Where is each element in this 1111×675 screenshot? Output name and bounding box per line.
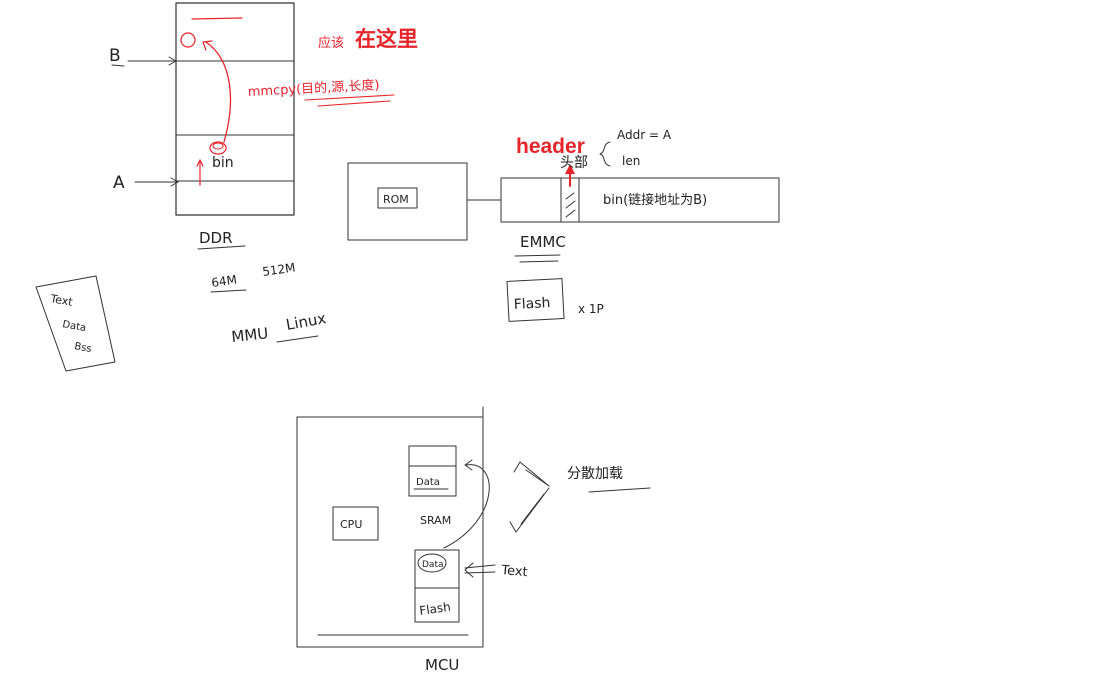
sram-data-label: Data bbox=[416, 477, 440, 488]
mcu-label: MCU bbox=[425, 656, 459, 674]
flash-region-label: Flash bbox=[418, 600, 451, 618]
header-pointer-head bbox=[565, 164, 575, 174]
rom-chip-box bbox=[347, 162, 468, 241]
marker-b: B bbox=[109, 46, 121, 66]
marker-a-arrowhead bbox=[170, 177, 179, 187]
mcu-block: CPU Data SRAM Data Flash Text 分散加载 MCU bbox=[296, 406, 651, 674]
bin-source-circle bbox=[209, 141, 227, 155]
header-label: header bbox=[516, 135, 585, 158]
ddr-block: B A bin mmcpy(目的,源,长度) 应该 在这里 DDR 64M 51… bbox=[109, 2, 418, 346]
scatter-note: 分散加载 bbox=[567, 466, 623, 482]
cpu-box bbox=[332, 506, 379, 541]
emmc-box bbox=[500, 177, 780, 223]
header-cn: 头部 bbox=[560, 155, 588, 171]
scatter-arrow-down-2 bbox=[520, 493, 545, 525]
bin-dest-circle bbox=[180, 32, 196, 48]
text-pointer-head bbox=[464, 562, 474, 578]
size-64m: 64M bbox=[210, 273, 237, 290]
flash-box bbox=[506, 278, 565, 322]
section-text: Text bbox=[48, 292, 74, 309]
addr-line: Addr = A bbox=[617, 128, 672, 142]
ddr-top-scribble bbox=[191, 17, 243, 20]
memcpy-underline-1 bbox=[304, 94, 395, 101]
header-hatch-1 bbox=[565, 192, 575, 200]
header-hatch-2 bbox=[565, 200, 576, 209]
sram-label: SRAM bbox=[420, 514, 451, 527]
emmc-underline bbox=[514, 254, 561, 257]
scatter-arrow-up-2 bbox=[525, 469, 550, 487]
bin-source-circle-inner bbox=[212, 142, 224, 150]
memcpy-arrowhead bbox=[202, 40, 213, 51]
scatter-arrow-up bbox=[513, 461, 550, 487]
cpu-label: CPU bbox=[340, 518, 362, 531]
bin-up-arrowhead bbox=[196, 159, 204, 167]
here-label: 在这里 bbox=[355, 27, 418, 51]
size-64m-underline bbox=[210, 289, 247, 293]
scatter-underline bbox=[588, 487, 651, 493]
flash-label: Flash bbox=[513, 295, 550, 313]
memcpy-underline-2 bbox=[317, 100, 391, 107]
memcpy-arrow bbox=[205, 41, 232, 143]
marker-a: A bbox=[113, 173, 125, 193]
linux-label: Linux bbox=[285, 309, 328, 334]
text-pointer-a bbox=[464, 564, 496, 569]
data-copy-arrow bbox=[443, 464, 490, 549]
memcpy-note: mmcpy(目的,源,长度) bbox=[247, 77, 380, 100]
text-pointer-b bbox=[464, 571, 496, 574]
emmc-label: EMMC bbox=[520, 233, 566, 251]
size-512m: 512M bbox=[261, 260, 296, 278]
flash-region-box bbox=[414, 549, 460, 623]
section-data: Data bbox=[61, 319, 86, 334]
ddr-box bbox=[175, 2, 295, 216]
flash-data-label: Data bbox=[422, 560, 444, 570]
text-label: Text bbox=[500, 563, 529, 580]
sections-frame bbox=[35, 275, 116, 372]
section-bss: Bss bbox=[73, 341, 92, 355]
data-copy-arrowhead bbox=[464, 459, 473, 471]
linux-underline bbox=[276, 335, 319, 343]
ddr-label-underline bbox=[197, 245, 246, 250]
flash-data-circle bbox=[417, 553, 447, 573]
header-brace bbox=[599, 141, 611, 167]
sections-block: Text Data Bss bbox=[35, 275, 116, 372]
header-hatch-3 bbox=[565, 209, 576, 218]
bin-note: bin(链接地址为B) bbox=[603, 192, 707, 208]
ddr-label: DDR bbox=[199, 229, 233, 247]
marker-b-arrowhead bbox=[168, 56, 177, 66]
bin-label: bin bbox=[212, 155, 234, 171]
should-prefix: 应该 bbox=[318, 35, 344, 51]
mcu-box bbox=[296, 416, 484, 648]
marker-b-underline bbox=[111, 64, 125, 67]
rom-label-box bbox=[377, 187, 418, 209]
sram-data-box bbox=[408, 445, 457, 497]
emmc-underline-2 bbox=[519, 260, 559, 263]
mmu-label: MMU bbox=[231, 324, 270, 346]
flash-suffix: x 1P bbox=[578, 302, 604, 316]
rom-label: ROM bbox=[383, 193, 409, 206]
len-line: len bbox=[622, 154, 640, 168]
emmc-block: ROM header 头部 Addr = A len bin(链接地址为B) E… bbox=[347, 128, 780, 322]
scatter-arrow-down bbox=[509, 487, 550, 533]
